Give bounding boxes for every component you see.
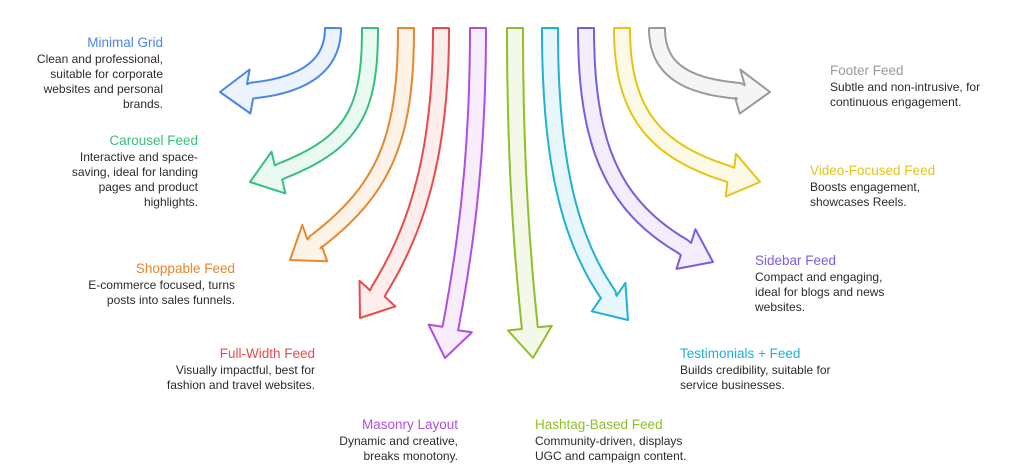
desc-shoppable-feed-1: E-commerce focused, turns (88, 278, 235, 292)
arrow-testimonials-feed (541, 27, 629, 321)
desc-footer-feed-1: Subtle and non-intrusive, for (830, 80, 981, 94)
label-hashtag-feed: Hashtag-Based Feed Community-driven, dis… (535, 416, 725, 464)
arrow-video-feed (613, 26, 761, 198)
arrow-carousel-feed (249, 27, 379, 195)
label-footer-feed: Footer Feed Subtle and non-intrusive, fo… (830, 62, 1020, 110)
desc-video-feed-2: showcases Reels. (810, 195, 907, 209)
label-carousel-feed: Carousel Feed Interactive and space- sav… (48, 132, 198, 210)
label-masonry-layout: Masonry Layout Dynamic and creative, bre… (308, 416, 458, 464)
desc-carousel-feed-2: saving, ideal for landing (71, 165, 198, 179)
desc-hashtag-feed-1: Community-driven, displays (535, 434, 683, 448)
title-testimonials-feed: Testimonials + Feed (680, 346, 801, 361)
desc-full-width-feed-2: fashion and travel websites. (166, 378, 315, 392)
label-sidebar-feed: Sidebar Feed Compact and engaging, ideal… (755, 252, 945, 315)
arrow-footer-feed (648, 26, 771, 115)
desc-masonry-layout-2: breaks monotony. (363, 449, 459, 463)
title-carousel-feed: Carousel Feed (109, 133, 198, 148)
title-video-feed: Video-Focused Feed (810, 163, 936, 178)
label-full-width-feed: Full-Width Feed Visually impactful, best… (125, 345, 315, 393)
arrow-hashtag-feed (506, 27, 553, 359)
desc-footer-feed-2: continuous engagement. (830, 95, 962, 109)
title-footer-feed: Footer Feed (830, 63, 904, 78)
desc-minimal-grid-2: suitable for corporate (50, 67, 163, 81)
title-masonry-layout: Masonry Layout (361, 417, 458, 432)
title-minimal-grid: Minimal Grid (87, 35, 163, 50)
desc-sidebar-feed-1: Compact and engaging, (755, 270, 883, 284)
label-video-feed: Video-Focused Feed Boosts engagement, sh… (810, 162, 1000, 210)
desc-minimal-grid-4: brands. (122, 97, 163, 111)
desc-testimonials-feed-1: Builds credibility, suitable for (680, 363, 831, 377)
desc-minimal-grid-1: Clean and professional, (36, 52, 163, 66)
desc-testimonials-feed-2: service businesses. (680, 378, 785, 392)
arrow-shoppable-feed (289, 27, 415, 263)
arrow-sidebar-feed (577, 27, 714, 270)
arrow-full-width-feed (358, 27, 450, 319)
desc-carousel-feed-3: pages and product (98, 180, 198, 194)
desc-shoppable-feed-2: posts into sales funnels. (106, 293, 235, 307)
title-sidebar-feed: Sidebar Feed (755, 253, 837, 268)
desc-video-feed-1: Boosts engagement, (810, 180, 921, 194)
desc-carousel-feed-1: Interactive and space- (79, 150, 198, 164)
desc-sidebar-feed-2: ideal for blogs and news (755, 285, 885, 299)
arrow-minimal-grid (219, 26, 342, 115)
label-shoppable-feed: Shoppable Feed E-commerce focused, turns… (55, 260, 235, 308)
desc-hashtag-feed-2: UGC and campaign content. (535, 449, 687, 463)
label-testimonials-feed: Testimonials + Feed Builds credibility, … (680, 345, 870, 393)
desc-sidebar-feed-3: websites. (755, 300, 806, 314)
label-minimal-grid: Minimal Grid Clean and professional, sui… (13, 34, 163, 112)
title-shoppable-feed: Shoppable Feed (135, 261, 235, 276)
desc-carousel-feed-4: highlights. (143, 195, 198, 209)
title-full-width-feed: Full-Width Feed (219, 346, 315, 361)
desc-masonry-layout-1: Dynamic and creative, (339, 434, 458, 448)
arrow-masonry-layout (427, 27, 487, 359)
desc-full-width-feed-1: Visually impactful, best for (175, 363, 315, 377)
desc-minimal-grid-3: websites and personal (43, 82, 163, 96)
title-hashtag-feed: Hashtag-Based Feed (535, 417, 663, 432)
